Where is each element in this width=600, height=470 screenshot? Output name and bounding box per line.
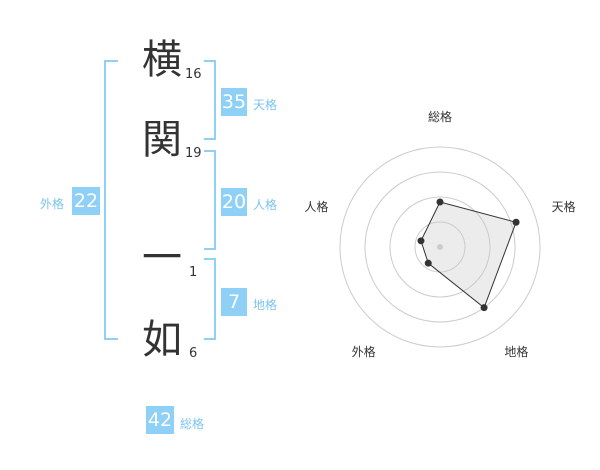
radar-center (437, 244, 443, 250)
gaikaku-badge: 22 (72, 187, 100, 215)
stroke-count-4: 6 (189, 346, 198, 361)
chikaku-badge: 7 (221, 288, 247, 316)
stroke-count-2: 19 (185, 146, 202, 161)
name-char-3: 一 (142, 235, 182, 281)
radar-point (512, 218, 520, 226)
chikaku-bracket (204, 258, 216, 340)
name-char-2: 関 (142, 117, 182, 163)
gaikaku-bracket (104, 60, 118, 340)
stroke-count-3: 1 (189, 265, 198, 280)
radar-point (424, 259, 432, 267)
axis-label-chikaku: 地格 (504, 344, 528, 359)
tenkaku-label: 天格 (253, 98, 278, 112)
jinkaku-bracket (204, 150, 216, 250)
tenkaku-badge: 35 (221, 88, 247, 116)
axis-label-jinkaku: 人格 (304, 199, 328, 214)
tenkaku-bracket (204, 60, 216, 140)
axis-label-tenkaku: 天格 (552, 199, 576, 214)
radar-point (480, 304, 488, 312)
radar-chart: 総格 天格 地格 外格 人格 (304, 110, 576, 359)
soukaku-label: 総格 (180, 417, 205, 431)
soukaku-badge: 42 (146, 406, 174, 434)
name-char-4: 如 (142, 317, 182, 363)
radar-ring (389, 196, 491, 298)
stroke-count-1: 16 (185, 67, 202, 82)
jinkaku-label: 人格 (253, 198, 278, 212)
axis-label-gaikaku: 外格 (352, 344, 376, 359)
axis-label-soukaku: 総格 (428, 110, 452, 124)
jinkaku-badge: 20 (221, 188, 247, 216)
gaikaku-label: 外格 (40, 197, 65, 211)
radar-ring (339, 146, 541, 348)
name-char-1: 横 (142, 37, 182, 83)
radar-point (436, 198, 444, 206)
radar-ring (364, 171, 516, 323)
chikaku-label: 地格 (253, 298, 278, 312)
radar-point (417, 237, 425, 245)
radar-area (420, 201, 517, 309)
